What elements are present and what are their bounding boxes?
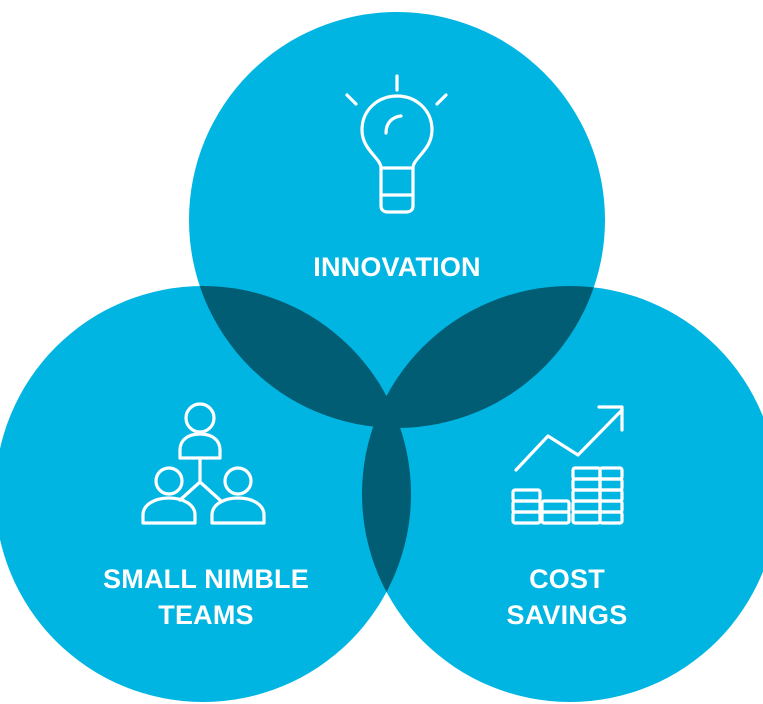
cost-savings-label-line2: SAVINGS <box>507 600 628 630</box>
growth-chart-coins-icon <box>511 405 624 525</box>
lightbulb-icon <box>345 74 448 214</box>
small-nimble-teams-label-line2: TEAMS <box>158 600 254 630</box>
overlap-innovation-teams <box>189 286 411 428</box>
cost-savings-label-line1: COST <box>529 564 605 594</box>
team-hierarchy-icon <box>141 402 266 525</box>
innovation-label: INNOVATION <box>313 252 481 282</box>
overlap-innovation-savings <box>362 286 605 428</box>
small-nimble-teams-label-line1: SMALL NIMBLE <box>103 564 309 594</box>
